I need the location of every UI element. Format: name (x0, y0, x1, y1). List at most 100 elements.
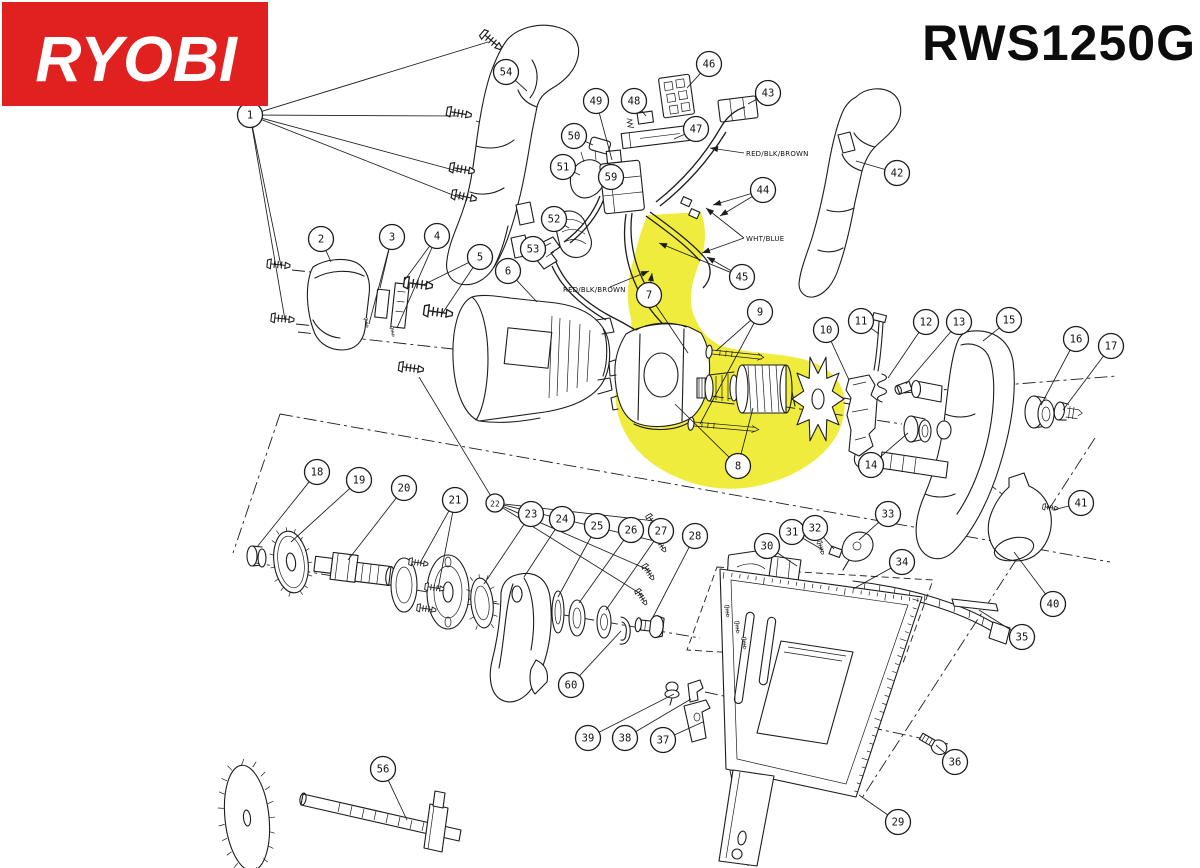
callout-60[interactable]: 60 (557, 671, 585, 699)
callout-59[interactable]: 59 (597, 163, 625, 191)
callout-circle[interactable] (307, 225, 335, 253)
callout-circle[interactable] (583, 512, 611, 540)
callout-11[interactable]: 11 (847, 307, 875, 335)
callout-38[interactable]: 38 (611, 724, 639, 752)
callout-circle[interactable] (548, 505, 576, 533)
callout-15[interactable]: 15 (995, 306, 1023, 334)
callout-circle[interactable] (753, 532, 781, 560)
callout-9[interactable]: 9 (746, 298, 774, 326)
callout-circle[interactable] (995, 306, 1023, 334)
callout-circle[interactable] (884, 808, 912, 836)
callout-25[interactable]: 25 (583, 512, 611, 540)
callout-44[interactable]: 44 (749, 176, 777, 204)
callout-circle[interactable] (345, 466, 373, 494)
callout-circle[interactable] (945, 308, 973, 336)
callout-36[interactable]: 36 (941, 748, 969, 776)
callout-35[interactable]: 35 (1008, 623, 1036, 651)
callout-49[interactable]: 49 (582, 87, 610, 115)
callout-33[interactable]: 33 (874, 500, 902, 528)
callout-47[interactable]: 47 (682, 115, 710, 143)
callout-46[interactable]: 46 (695, 50, 723, 78)
callout-42[interactable]: 42 (883, 159, 911, 187)
callout-circle[interactable] (1008, 623, 1036, 651)
callout-39[interactable]: 39 (574, 724, 602, 752)
callout-circle[interactable] (647, 517, 675, 545)
callout-19[interactable]: 19 (345, 466, 373, 494)
callout-1[interactable]: 1 (236, 101, 264, 129)
callout-28[interactable]: 28 (681, 522, 709, 550)
callout-32[interactable]: 32 (801, 514, 829, 542)
callout-circle[interactable] (597, 163, 625, 191)
callout-24[interactable]: 24 (548, 505, 576, 533)
callout-circle[interactable] (423, 222, 451, 250)
callout-18[interactable]: 18 (303, 458, 331, 486)
callout-14[interactable]: 14 (857, 451, 885, 479)
callout-circle[interactable] (549, 153, 577, 181)
callout-circle[interactable] (369, 755, 397, 783)
callout-50[interactable]: 50 (560, 122, 588, 150)
callout-circle[interactable] (695, 50, 723, 78)
callout-circle[interactable] (492, 58, 520, 86)
callout-circle[interactable] (812, 316, 840, 344)
callout-circle[interactable] (1062, 325, 1090, 353)
callout-10[interactable]: 10 (812, 316, 840, 344)
callout-circle[interactable] (682, 115, 710, 143)
callout-circle[interactable] (303, 458, 331, 486)
callout-circle[interactable] (681, 522, 709, 550)
callout-26[interactable]: 26 (617, 516, 645, 544)
callout-circle[interactable] (390, 474, 418, 502)
callout-54[interactable]: 54 (492, 58, 520, 86)
callout-circle[interactable] (582, 87, 610, 115)
callout-circle[interactable] (941, 748, 969, 776)
callout-circle[interactable] (485, 493, 505, 513)
callout-circle[interactable] (617, 516, 645, 544)
callout-circle[interactable] (724, 452, 752, 480)
callout-circle[interactable] (883, 159, 911, 187)
callout-circle[interactable] (749, 176, 777, 204)
callout-6[interactable]: 6 (494, 257, 522, 285)
callout-circle[interactable] (874, 500, 902, 528)
callout-circle[interactable] (754, 79, 782, 107)
callout-circle[interactable] (912, 308, 940, 336)
callout-circle[interactable] (635, 281, 663, 309)
callout-7[interactable]: 7 (635, 281, 663, 309)
callout-13[interactable]: 13 (945, 308, 973, 336)
callout-51[interactable]: 51 (549, 153, 577, 181)
callout-29[interactable]: 29 (884, 808, 912, 836)
callout-23[interactable]: 23 (517, 500, 545, 528)
callout-34[interactable]: 34 (888, 548, 916, 576)
callout-53[interactable]: 53 (519, 235, 547, 263)
callout-30[interactable]: 30 (753, 532, 781, 560)
callout-37[interactable]: 37 (649, 726, 677, 754)
callout-circle[interactable] (441, 486, 469, 514)
callout-circle[interactable] (540, 205, 568, 233)
callout-43[interactable]: 43 (754, 79, 782, 107)
callout-circle[interactable] (746, 298, 774, 326)
callout-circle[interactable] (517, 500, 545, 528)
callout-circle[interactable] (611, 724, 639, 752)
callout-27[interactable]: 27 (647, 517, 675, 545)
callout-circle[interactable] (557, 671, 585, 699)
callout-41[interactable]: 41 (1067, 489, 1095, 517)
callout-circle[interactable] (466, 243, 494, 271)
callout-circle[interactable] (728, 263, 756, 291)
callout-12[interactable]: 12 (912, 308, 940, 336)
callout-circle[interactable] (1039, 590, 1067, 618)
callout-circle[interactable] (857, 451, 885, 479)
callout-52[interactable]: 52 (540, 205, 568, 233)
callout-16[interactable]: 16 (1062, 325, 1090, 353)
callout-circle[interactable] (649, 726, 677, 754)
callout-circle[interactable] (1097, 332, 1125, 360)
callout-56[interactable]: 56 (369, 755, 397, 783)
callout-20[interactable]: 20 (390, 474, 418, 502)
callout-21[interactable]: 21 (441, 486, 469, 514)
callout-22[interactable]: 22 (485, 493, 505, 513)
callout-48[interactable]: 48 (620, 87, 648, 115)
callout-circle[interactable] (1067, 489, 1095, 517)
callout-circle[interactable] (801, 514, 829, 542)
callout-4[interactable]: 4 (423, 222, 451, 250)
callout-circle[interactable] (519, 235, 547, 263)
callout-circle[interactable] (620, 87, 648, 115)
callout-2[interactable]: 2 (307, 225, 335, 253)
callout-circle[interactable] (494, 257, 522, 285)
